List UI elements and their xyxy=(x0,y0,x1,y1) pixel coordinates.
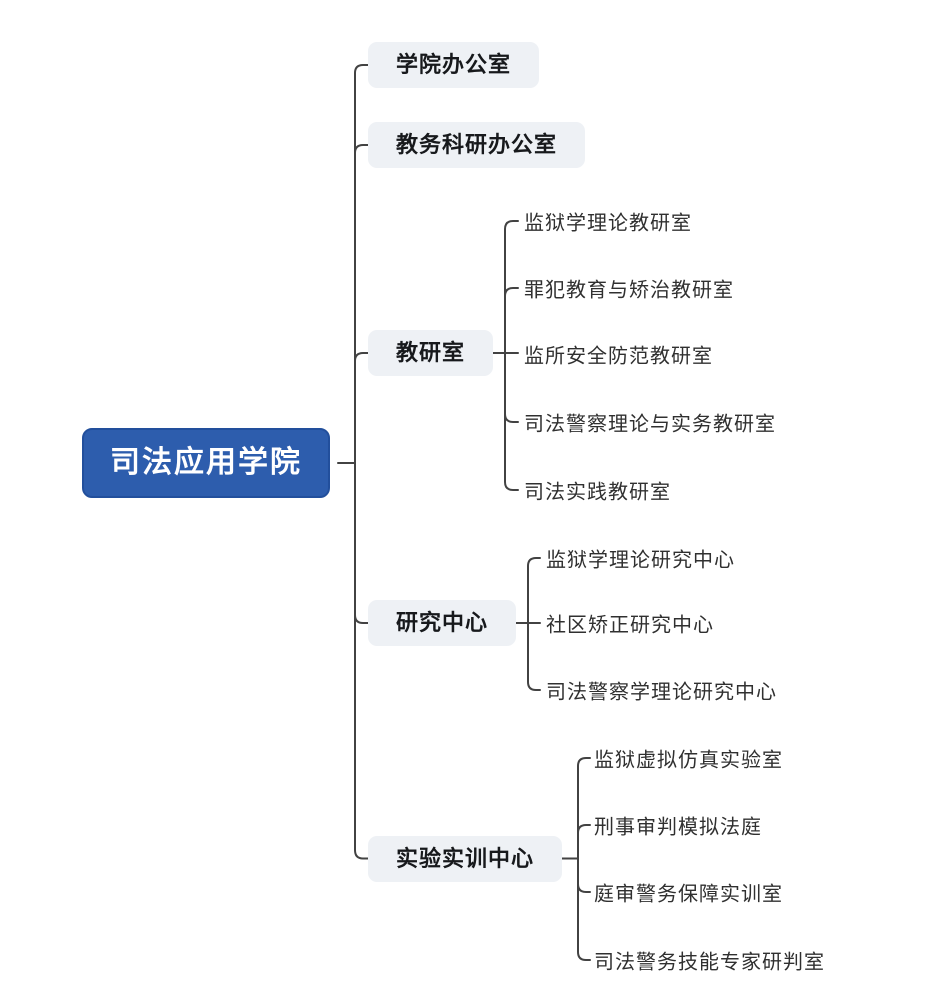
training-center-subtrunk-line xyxy=(577,757,591,961)
leaf-node: 司法警察理论与实务教研室 xyxy=(524,413,776,436)
branch-elbow-research-center xyxy=(354,614,369,624)
branch-node-training-center: 实验实训中心 xyxy=(368,836,563,882)
branch-node-teaching-research-section: 教研室 xyxy=(368,330,494,376)
training-center-elbow-3 xyxy=(577,883,591,893)
teaching-research-subtrunk-line xyxy=(504,220,519,491)
branch-elbow-academic-office xyxy=(354,144,369,154)
leaf-node: 监狱虚拟仿真实验室 xyxy=(594,749,783,772)
leaf-node: 庭审警务保障实训室 xyxy=(594,883,783,906)
root-node: 司法应用学院 xyxy=(82,428,330,498)
branch-node-college-office: 学院办公室 xyxy=(368,42,540,88)
leaf-node: 监所安全防范教研室 xyxy=(524,345,713,368)
main-trunk-line xyxy=(354,64,369,860)
leaf-node: 刑事审判模拟法庭 xyxy=(594,816,762,839)
teaching-research-elbow-2 xyxy=(504,287,519,297)
teaching-research-elbow-4 xyxy=(504,413,519,423)
training-center-elbow-2 xyxy=(577,824,591,834)
leaf-node: 司法警务技能专家研判室 xyxy=(594,951,825,974)
branch-node-research-center: 研究中心 xyxy=(368,600,517,646)
leaf-node: 司法警察学理论研究中心 xyxy=(546,681,777,704)
leaf-node: 监狱学理论研究中心 xyxy=(546,549,735,572)
leaf-node: 监狱学理论教研室 xyxy=(524,212,692,235)
research-center-subtrunk-line xyxy=(527,557,541,691)
leaf-node: 司法实践教研室 xyxy=(524,481,671,504)
branch-node-academic-research-office: 教务科研办公室 xyxy=(368,122,586,168)
leaf-node: 罪犯教育与矫治教研室 xyxy=(524,279,734,302)
leaf-node: 社区矫正研究中心 xyxy=(546,614,714,637)
branch-elbow-teaching-research xyxy=(354,352,369,362)
